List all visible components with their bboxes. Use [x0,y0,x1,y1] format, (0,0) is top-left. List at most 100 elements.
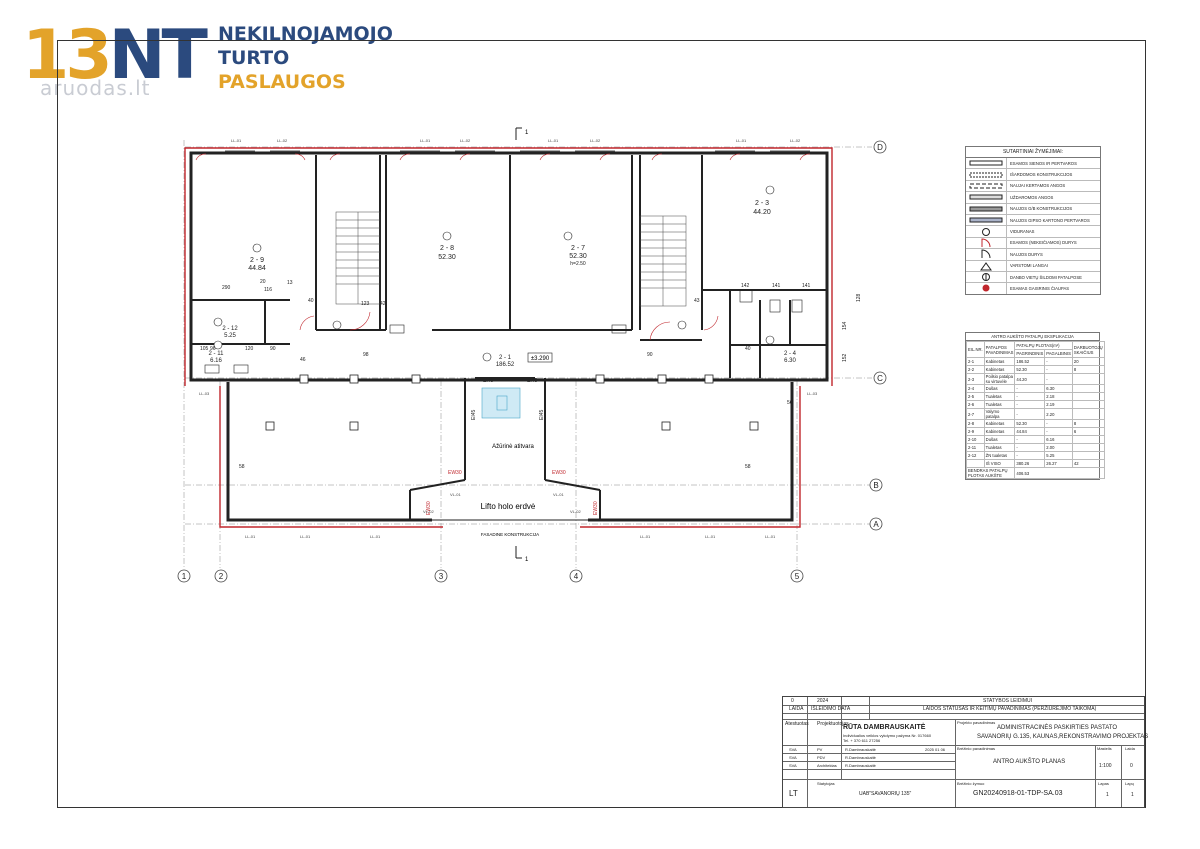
axis-4: 4 [574,572,579,581]
ew-label-3: EW30 [426,501,432,515]
room-2-7-area: 52.30 [569,253,587,260]
axis-c: C [877,374,883,383]
project-line-2: SAVANORIŲ G.135, KAUNAS,REKONSTRAVIMO PR… [977,734,1149,740]
legend-item: VARSTOMI LANGAI [966,260,1100,272]
room-2-12-area: 5.25 [224,333,236,339]
room-2-4-area: 6.30 [784,358,796,364]
dim-17: 58 [239,464,245,470]
window-tag-3: LL-01 [420,138,431,143]
axis-d: D [877,143,883,152]
ei-label-4: EI45 [539,409,545,420]
section-mark-top: 1 [525,130,529,136]
axis-3: 3 [439,572,444,581]
room-2-4-id: 2 - 4 [784,351,797,357]
window-tag-14: LL-01 [640,534,651,539]
designer-name: RŪTA DAMBRAUSKAITĖ [843,724,926,731]
dim-15: 154 [842,321,848,330]
dim-13: 152 [842,353,848,362]
logo-number: 13 [22,16,113,95]
room-2-1-id: 2 - 1 [499,355,512,361]
drawing-sheet-frame [57,40,1146,808]
room-2-1-area: 186.52 [496,362,515,368]
room-2-9-id: 2 - 9 [250,257,264,264]
watermark: aruodas.lt [40,76,151,100]
ew-label-1: EW30 [448,470,462,476]
sheets-total: 1 [1131,792,1134,798]
dim-3: 116 [264,287,272,293]
dim-4: 13 [287,280,293,286]
explication-title: ANTRO AUKŠTO PATALPŲ EKSPLIKACIJA [966,333,1099,341]
drawing-name: ANTRO AUKŠTO PLANAS [993,759,1066,765]
dim-1: 290 [222,285,231,291]
room-2-3-id: 2 - 3 [755,200,769,207]
legend-title: SUTARTINIAI ŽYMĖJIMAI: [966,147,1100,158]
dim-12: 141 [802,283,811,289]
dim-9: 90 [647,352,653,358]
room-2-9-area: 44.84 [248,265,266,272]
drawing-code: GN20240918-01-TDP-SA.03 [973,790,1063,797]
dim-21: 96 [210,346,216,352]
window-tag-20: VL-02 [570,509,581,514]
legend-box: SUTARTINIAI ŽYMĖJIMAI: ESAMOS SIENOS IR … [965,146,1101,295]
country-code: LT [789,789,798,798]
client-name: UAB"SAVANORIŲ 135" [859,791,912,797]
dim-7: 42 [380,301,386,307]
window-tag-5: LL-01 [548,138,559,143]
axis-b: B [873,481,878,490]
dim-24: 40 [745,346,751,352]
legend-item: NAUJOS G/B KONSTRUKCIJOS [966,203,1100,215]
dim-5: 40 [308,298,314,304]
legend-item: NAUJOS GIPSO KARTONO PERTVAROS [966,214,1100,227]
window-tag-2: LL-02 [277,138,288,143]
window-tag-17: VL-01 [450,492,461,497]
legend-item: NAUJAI KERTAMOS ANGOS [966,180,1100,193]
window-tag-10: LL-03 [807,391,818,396]
room-2-12-id: 2 - 12 [222,326,238,332]
room-2-3-area: 44.20 [753,209,771,216]
window-tag-6: LL-02 [590,138,601,143]
window-tag-1: LL-01 [231,138,242,143]
room-explication-table: ANTRO AUKŠTO PATALPŲ EKSPLIKACIJA EIL.NR… [965,332,1105,480]
sheet-number: 1 [1106,792,1109,798]
level-mark: ±3.290 [531,356,550,362]
room-2-8-area: 52.30 [438,254,456,261]
window-tag-15: LL-01 [705,534,716,539]
company-logo: 13NT [22,22,208,90]
scale-value: 1:100 [1099,763,1112,769]
window-tag-19: VL-02 [423,509,434,514]
project-line-1: ADMINISTRACINĖS PASKIRTIES PASTATO [997,725,1118,731]
dim-10: 142 [741,283,750,289]
window-tag-9: LL-03 [199,391,210,396]
room-2-11-area: 6.16 [210,358,222,364]
room-2-7-height: h=2.50 [570,261,586,267]
dim-6: 123 [361,301,370,307]
window-tag-7: LL-01 [736,138,747,143]
ei-label-1: EI45 [483,378,494,384]
logo-text: NEKILNOJAMOJO TURTO PASLAUGOS [218,22,393,94]
room-2-8-id: 2 - 8 [440,245,454,252]
ei-label-3: EI45 [471,409,477,420]
facade-label: FASADINE KONSTRUKCIJA [481,532,539,537]
legend-item: DANBO VIETŲ ŠILDOMI PATALPOSE [966,271,1100,284]
axis-2: 2 [219,572,224,581]
legend-item: VIDURANAS [966,226,1100,238]
window-tag-18: VL-01 [553,492,564,497]
legend-item: IŠARDOMOS KONSTRUKCIJOS [966,169,1100,181]
logo-letters: NT [108,16,208,95]
window-tag-11: LL-01 [245,534,256,539]
axis-1: 1 [182,572,187,581]
logo-line-2: TURTO [218,47,290,69]
legend-item: NAUJOS DURYS [966,249,1100,261]
dim-2: 20 [260,279,266,285]
axis-5: 5 [795,572,800,581]
